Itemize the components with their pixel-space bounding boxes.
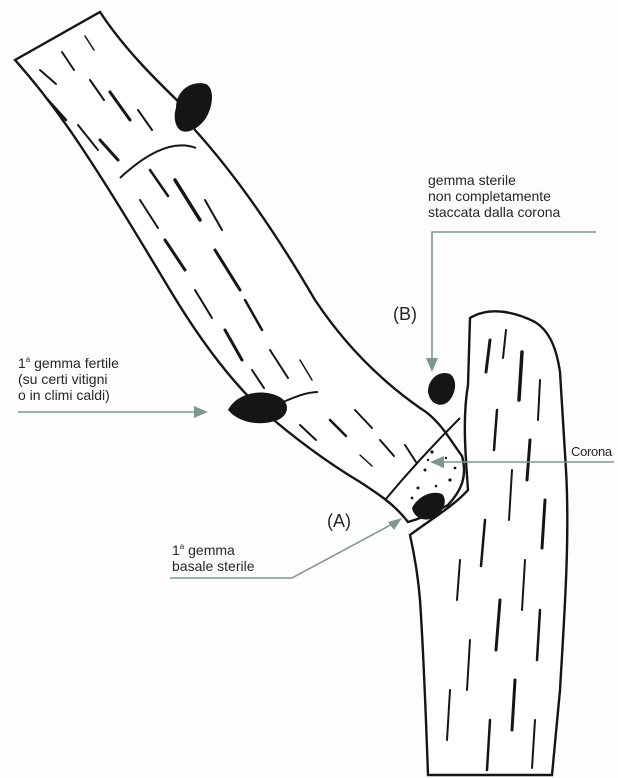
fertile-bud-label-line3: o in climi caldi) — [18, 387, 119, 403]
letter-a-label: (A) — [327, 511, 351, 531]
sterile-bud-label-line3: staccata dalla corona — [428, 204, 560, 220]
sterile-bud-b-icon — [428, 373, 455, 405]
fertile-bud-icon — [228, 392, 287, 423]
basal-bud-label-line1: 1a gemma — [172, 542, 255, 558]
sterile-bud-label: gemma sterile non completamente staccata… — [428, 172, 560, 220]
basal-bud-label: 1a gemma basale sterile — [172, 542, 255, 574]
sterile-bud-label-line1: gemma sterile — [428, 172, 560, 188]
basal-bud-label-line2: basale sterile — [172, 558, 255, 574]
letter-b-label: (B) — [393, 304, 417, 324]
fertile-bud-label-line2: (su certi vitigni — [18, 371, 119, 387]
sterile-bud-label-line2: non completamente — [428, 188, 560, 204]
upper-bud-icon — [175, 83, 212, 132]
cane-outline — [15, 12, 464, 522]
fertile-bud-label-line1: 1a gemma fertile — [18, 355, 119, 371]
fertile-bud-label: 1a gemma fertile (su certi vitigni o in … — [18, 355, 119, 403]
corona-label: Corona — [571, 444, 612, 460]
